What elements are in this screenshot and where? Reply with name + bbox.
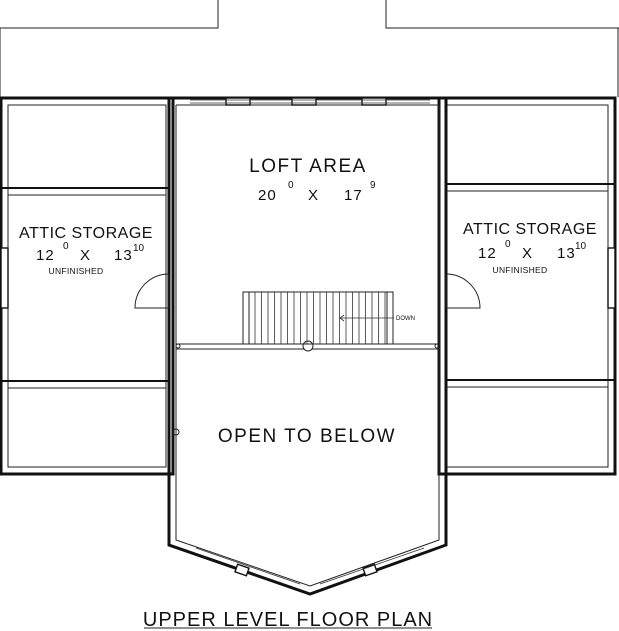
drawing-title-group: UPPER LEVEL FLOOR PLAN [143, 609, 433, 631]
loft-area-label-group: LOFT AREA 20 0 X 17 9 [249, 156, 376, 204]
interior-partitions [1, 183, 615, 389]
loft-area-name: LOFT AREA [249, 156, 367, 177]
roof-outline [0, 0, 619, 97]
attic-right-dim-x: X [522, 245, 533, 262]
attic-left-dim-width: 12 [36, 247, 55, 264]
attic-right-dim-width: 12 [478, 245, 497, 262]
attic-left-dim-length: 13 [114, 247, 133, 264]
loft-dim-x: X [308, 187, 319, 204]
stair-down-label: DOWN [396, 316, 415, 322]
attic-left-dim-width-sup: 0 [63, 241, 69, 252]
attic-left-label-group: ATTIC STORAGE 12 0 X 13 10 UNFINISHED [19, 225, 153, 276]
attic-right-label-group: ATTIC STORAGE 12 0 X 13 10 UNFINISHED [463, 221, 597, 275]
attic-left-dim-length-sup: 10 [133, 243, 145, 254]
drawing-title: UPPER LEVEL FLOOR PLAN [143, 609, 433, 631]
attic-right-dim-length-sup: 10 [575, 241, 587, 252]
attic-left-note: UNFINISHED [49, 266, 104, 276]
windows [0, 97, 616, 585]
attic-left-dim-x: X [80, 247, 91, 264]
attic-right-note: UNFINISHED [493, 265, 548, 275]
loft-dim-width: 20 [258, 187, 277, 204]
attic-right-dim-length: 13 [557, 245, 576, 262]
attic-left-name: ATTIC STORAGE [19, 225, 153, 242]
attic-doors [134, 273, 481, 309]
attic-right-name: ATTIC STORAGE [463, 221, 597, 238]
attic-right-dim-width-sup: 0 [505, 239, 511, 250]
staircase [242, 291, 394, 345]
loft-dim-length: 17 [344, 187, 363, 204]
loft-dim-length-sup: 9 [370, 180, 376, 191]
open-to-below-label: OPEN TO BELOW [218, 426, 396, 447]
loft-dim-width-sup: 0 [288, 180, 294, 191]
exterior-walls [0, 96, 617, 476]
